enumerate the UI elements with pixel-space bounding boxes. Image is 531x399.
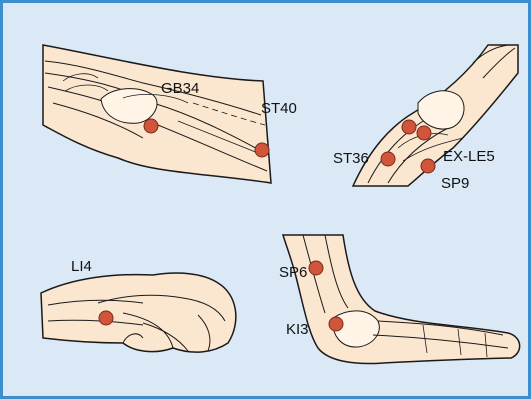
foot-ankle-illustration bbox=[283, 235, 520, 363]
label-ex-le5: EX-LE5 bbox=[443, 148, 495, 165]
point-sp6-marker bbox=[309, 261, 323, 275]
point-ex-le5-marker-lower bbox=[417, 126, 431, 140]
point-ki3-marker bbox=[329, 317, 343, 331]
hand-illustration bbox=[41, 273, 236, 352]
label-sp9: SP9 bbox=[441, 175, 469, 192]
label-st36: ST36 bbox=[333, 150, 369, 167]
lower-leg-lateral-illustration bbox=[43, 45, 271, 183]
point-ex-le5-marker-upper bbox=[402, 120, 416, 134]
label-gb34: GB34 bbox=[161, 80, 199, 97]
anatomy-diagram: GB34 ST40 ST36 EX-LE5 SP9 LI4 SP6 KI3 bbox=[3, 3, 528, 396]
point-gb34-marker bbox=[144, 119, 158, 133]
point-st40-marker bbox=[255, 143, 269, 157]
point-li4-marker bbox=[99, 311, 113, 325]
point-st36-marker bbox=[381, 152, 395, 166]
label-li4: LI4 bbox=[71, 258, 92, 275]
label-sp6: SP6 bbox=[279, 264, 307, 281]
label-ki3: KI3 bbox=[286, 321, 309, 338]
point-sp9-marker bbox=[421, 159, 435, 173]
label-st40: ST40 bbox=[261, 100, 297, 117]
